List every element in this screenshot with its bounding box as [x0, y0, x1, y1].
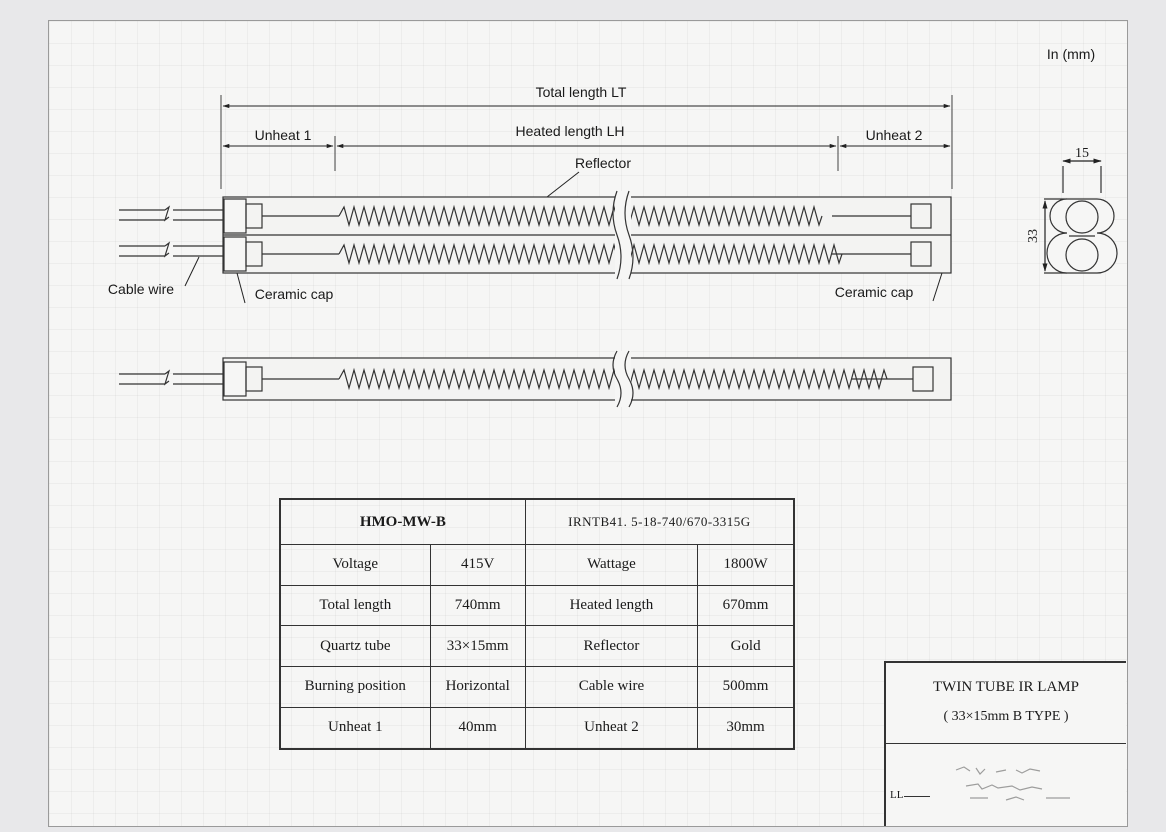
spec-key: Voltage	[279, 544, 431, 586]
spec-value: 415V	[429, 544, 526, 586]
svg-text:Ceramic cap: Ceramic cap	[835, 284, 914, 300]
spec-key: Burning position	[279, 666, 431, 708]
twin-tube-top-view	[119, 190, 952, 280]
extension-lines	[220, 95, 953, 189]
spec-key: Unheat 2	[524, 706, 699, 750]
spec-value: 500mm	[697, 666, 795, 708]
spec-value: 30mm	[697, 706, 795, 750]
table-row: Total length 740mm Heated length 670mm	[279, 584, 795, 627]
ceramic-cap-left-callout: Ceramic cap	[236, 272, 334, 304]
units-label: In (mm)	[1047, 46, 1095, 62]
spec-table-header: HMO-MW-B IRNTB41. 5-18-740/670-3315G	[279, 498, 795, 545]
illegible-stamp	[955, 766, 1070, 801]
svg-text:33: 33	[1026, 229, 1041, 243]
drawing-sheet: In (mm) Total length LT Unheat 1 Heated …	[48, 20, 1128, 827]
drawing-title: TWIN TUBE IR LAMP	[933, 679, 1079, 695]
svg-text:Heated length LH: Heated length LH	[516, 123, 625, 139]
svg-text:Total length LT: Total length LT	[536, 84, 627, 100]
heating-coil-upper	[338, 204, 823, 228]
lamp-drawing: In (mm) Total length LT Unheat 1 Heated …	[108, 46, 1118, 408]
svg-text:Unheat 2: Unheat 2	[866, 127, 923, 143]
svg-text:Reflector: Reflector	[575, 155, 631, 171]
model-number: HMO-MW-B	[279, 498, 526, 545]
ceramic-cap-right-callout: Ceramic cap	[835, 272, 943, 302]
title-block-divider	[886, 743, 1126, 744]
spec-key: Heated length	[524, 584, 699, 627]
spec-value: 40mm	[429, 706, 526, 750]
spec-key: Quartz tube	[279, 625, 431, 668]
heated-length-dimension: Unheat 1 Heated length LH Unheat 2	[222, 123, 951, 149]
spec-value: 740mm	[429, 584, 526, 627]
svg-text:In (mm): In (mm)	[1047, 46, 1095, 62]
table-row: Unheat 1 40mm Unheat 2 30mm	[279, 706, 795, 750]
spec-key: Reflector	[524, 625, 699, 668]
svg-text:Cable wire: Cable wire	[108, 281, 174, 297]
cross-section-dimensions: 15 33	[1026, 146, 1089, 243]
drawing-subtitle: ( 33×15mm B TYPE )	[943, 709, 1069, 724]
spec-key: Total length	[279, 584, 431, 627]
heating-coil-lower	[338, 242, 843, 266]
product-code: IRNTB41. 5-18-740/670-3315G	[524, 498, 795, 545]
table-row: Quartz tube 33×15mm Reflector Gold	[279, 625, 795, 668]
spec-value: Gold	[697, 625, 795, 668]
single-tube-side-view	[119, 350, 952, 408]
spec-value: 670mm	[697, 584, 795, 627]
tube-cross-section	[1042, 158, 1118, 274]
spec-table: HMO-MW-B IRNTB41. 5-18-740/670-3315G Vol…	[279, 498, 795, 750]
spec-key: Cable wire	[524, 666, 699, 708]
svg-text:Ceramic cap: Ceramic cap	[255, 286, 334, 302]
title-block: TWIN TUBE IR LAMP ( 33×15mm B TYPE ) LL	[884, 661, 1126, 826]
svg-text:Unheat 1: Unheat 1	[255, 127, 312, 143]
table-row: Burning position Horizontal Cable wire 5…	[279, 666, 795, 708]
spec-key: Wattage	[524, 544, 699, 586]
table-row: Voltage 415V Wattage 1800W	[279, 544, 795, 586]
ll-leader-line	[904, 796, 930, 797]
reflector-callout: Reflector	[546, 155, 631, 198]
cable-wire-callout: Cable wire	[108, 256, 200, 297]
total-length-dimension: Total length LT	[222, 84, 951, 109]
spec-value: Horizontal	[429, 666, 526, 708]
spec-key: Unheat 1	[279, 706, 431, 750]
ll-label: LL	[890, 789, 904, 801]
spec-value: 1800W	[697, 544, 795, 586]
svg-text:15: 15	[1075, 146, 1089, 161]
spec-value: 33×15mm	[429, 625, 526, 668]
